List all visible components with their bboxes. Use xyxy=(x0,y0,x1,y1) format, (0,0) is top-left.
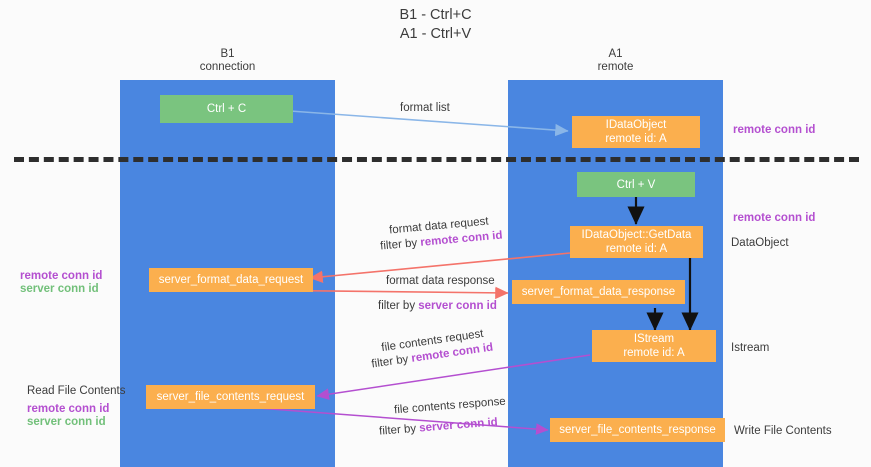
node-server-format-data-response[interactable]: server_format_data_response xyxy=(512,280,685,304)
side-label-remote-conn-id-mid: remote conn id xyxy=(733,212,816,224)
filter-by-text-2: filter by xyxy=(378,300,419,312)
node-istream-label: IStream xyxy=(633,333,675,345)
node-server-file-contents-request[interactable]: server_file_contents_request xyxy=(146,385,315,409)
node-server-format-data-request-label: server_format_data_request xyxy=(158,274,304,286)
node-idataobject-label: IDataObject xyxy=(605,119,667,131)
side-label-left-bottom-remote-conn-id: remote conn id xyxy=(27,403,110,415)
filter-by-text: filter by xyxy=(379,236,421,253)
node-istream-remote-id: remote id: A xyxy=(623,347,685,359)
node-idataobject-remote-id: remote id: A xyxy=(605,133,667,145)
node-server-format-data-request[interactable]: server_format_data_request xyxy=(149,268,313,292)
node-getdata-remote-id: remote id: A xyxy=(605,243,668,255)
side-label-left-server-conn-id: server conn id xyxy=(20,283,99,295)
side-label-remote-conn-id-top: remote conn id xyxy=(733,124,816,136)
side-label-read-file-contents: Read File Contents xyxy=(27,385,126,397)
node-idataobject[interactable]: IDataObject remote id: A xyxy=(572,116,700,148)
page-title: B1 - Ctrl+C A1 - Ctrl+V xyxy=(0,6,871,44)
section-divider xyxy=(14,157,859,162)
edge-format-data-request xyxy=(309,252,571,283)
edge-label-format-data-response: format data response xyxy=(386,275,495,287)
node-istream[interactable]: IStream remote id: A xyxy=(592,330,716,362)
side-label-left-remote-conn-id: remote conn id xyxy=(20,270,103,282)
lane-b1-subtitle: connection xyxy=(199,61,256,73)
title-line-2: A1 - Ctrl+V xyxy=(399,26,472,42)
side-label-dataobject: DataObject xyxy=(731,237,789,249)
edge-label-format-list: format list xyxy=(400,102,450,114)
lane-a1-title: A1 xyxy=(608,48,623,60)
node-ctrl-v[interactable]: Ctrl + V xyxy=(577,172,695,197)
side-label-istream: Istream xyxy=(731,342,770,354)
node-ctrl-c[interactable]: Ctrl + C xyxy=(160,95,293,123)
lane-b1-title: B1 xyxy=(220,48,235,60)
node-ctrl-c-label: Ctrl + C xyxy=(206,103,247,115)
filter-by-text-4: filter by xyxy=(378,422,420,438)
lane-header-a1: A1 remote xyxy=(508,48,723,74)
node-getdata[interactable]: IDataObject::GetData remote id: A xyxy=(570,226,703,258)
lane-a1-subtitle: remote xyxy=(597,61,634,73)
node-server-file-contents-response-label: server_file_contents_response xyxy=(559,424,716,436)
side-label-write-file-contents: Write File Contents xyxy=(734,425,832,437)
title-line-1: B1 - Ctrl+C xyxy=(399,7,472,23)
node-server-format-data-response-label: server_format_data_response xyxy=(521,286,676,298)
server-conn-id-text: server conn id xyxy=(418,300,497,312)
side-label-left-bottom-server-conn-id: server conn id xyxy=(27,416,106,428)
edge-label-format-data-response-filter: filter by server conn id xyxy=(378,299,497,313)
node-server-file-contents-request-label: server_file_contents_request xyxy=(156,391,305,403)
lane-header-b1: B1 connection xyxy=(120,48,335,74)
node-getdata-label: IDataObject::GetData xyxy=(581,229,692,241)
edge-file-contents-request xyxy=(316,354,591,401)
edge-format-list xyxy=(275,109,569,137)
node-ctrl-v-label: Ctrl + V xyxy=(616,178,656,191)
node-server-file-contents-response[interactable]: server_file_contents_response xyxy=(550,418,725,442)
